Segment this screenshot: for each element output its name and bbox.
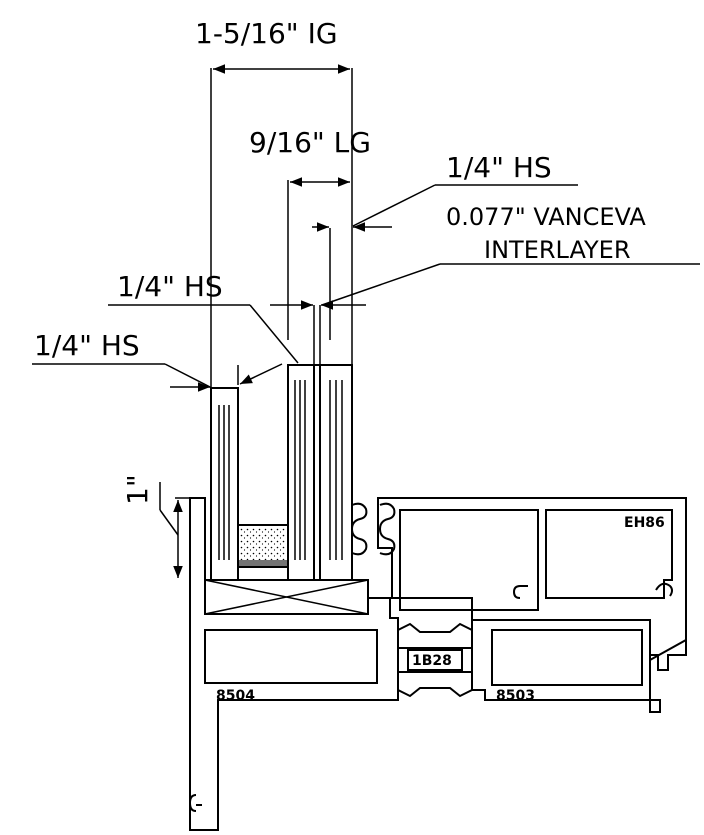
outer-glass-lite xyxy=(210,387,239,581)
hs-mid-callout: 1/4" HS xyxy=(108,270,299,364)
ib28-label: 1B28 xyxy=(412,653,452,669)
thermal-break-1b28: 1B28 xyxy=(397,622,473,698)
lg-dimension: 9/16" LG xyxy=(249,126,371,340)
hs-left-label: 1/4" HS xyxy=(34,329,140,362)
hs-top-label: 1/4" HS xyxy=(446,151,552,184)
one-inch-dimension: 1" xyxy=(121,474,205,578)
vanceva-callout: 0.077" VANCEVA INTERLAYER xyxy=(270,203,700,365)
hs-mid-label: 1/4" HS xyxy=(117,270,223,303)
ig-dimension: 1-5/16" IG xyxy=(195,17,353,580)
frame-extrusion-8503: 8503 xyxy=(471,619,687,713)
eh86-label: EH86 xyxy=(624,515,665,531)
p8504-label: 8504 xyxy=(216,688,255,704)
hs-top-callout: 1/4" HS xyxy=(312,151,578,340)
p8503-label: 8503 xyxy=(496,688,535,704)
one-inch-label: 1" xyxy=(121,474,154,505)
lg-dimension-label: 9/16" LG xyxy=(249,126,371,159)
hs-left-callout: 1/4" HS xyxy=(32,329,283,392)
ig-dimension-label: 1-5/16" IG xyxy=(195,17,338,50)
vanceva-label-line1: 0.077" VANCEVA xyxy=(446,203,646,231)
desiccant-spacer xyxy=(237,524,289,568)
vanceva-label-line2: INTERLAYER xyxy=(484,236,631,264)
frame-extrusion-8504 xyxy=(188,497,399,831)
inner-laminated-glass xyxy=(287,364,353,581)
stop-extrusion-eh86: EH86 xyxy=(350,497,687,671)
setting-block xyxy=(204,579,369,615)
